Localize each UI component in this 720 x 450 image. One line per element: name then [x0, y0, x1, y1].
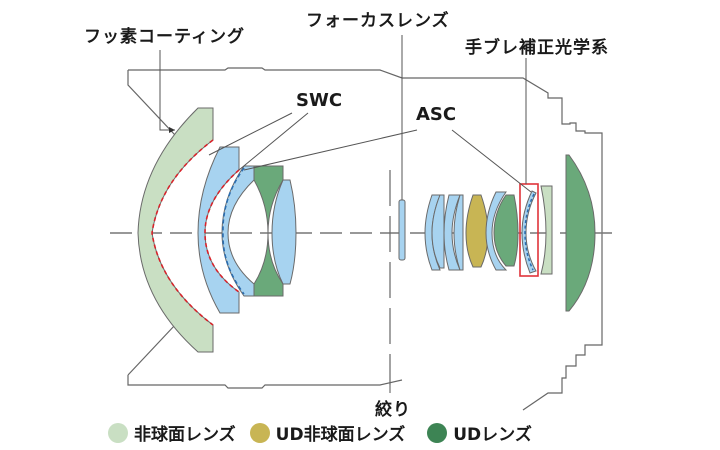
swc-leader-1	[208, 112, 293, 156]
lens-element-3	[221, 165, 255, 297]
swc-coating-1	[151, 139, 214, 326]
lens-element-10	[453, 194, 464, 271]
fluorine-coating-label: フッ素コーティング	[84, 27, 245, 47]
swc-leader-2	[238, 112, 309, 171]
focus-lens-label: フォーカスレンズ	[306, 11, 450, 31]
legend-label: UDレンズ	[453, 425, 532, 445]
legend-item-ud-aspherical: UD非球面レンズ	[249, 420, 406, 445]
stabilizer-lens	[521, 190, 537, 274]
aperture-label: 絞り	[375, 400, 411, 420]
swc-coating-2	[204, 169, 240, 293]
legend: 非球面レンズ UD非球面レンズ UDレンズ	[108, 420, 546, 445]
asc-label: ASC	[416, 104, 457, 125]
asc-coating-1	[222, 167, 245, 295]
legend-item-aspherical: 非球面レンズ	[108, 420, 236, 445]
lens-element-13-ud	[493, 194, 519, 267]
lens-element-16-ud	[565, 154, 596, 312]
asc-coating-2	[524, 193, 535, 271]
lens-element-2	[197, 146, 240, 314]
fluorine-coating-leader	[159, 50, 175, 131]
lens-element-8	[431, 194, 445, 269]
legend-item-ud: UDレンズ	[427, 420, 532, 445]
asc-leader-2	[451, 129, 532, 193]
ud-aspherical-swatch-icon	[249, 422, 270, 443]
lens-element-15-aspherical	[540, 185, 553, 275]
lens-element-4	[253, 165, 284, 297]
lens-element-5	[271, 179, 297, 285]
lens-element-12	[485, 191, 508, 271]
asc-leader-1	[243, 129, 418, 171]
stabilizer-highlight-box	[519, 183, 539, 277]
legend-label: 非球面レンズ	[134, 425, 236, 445]
barrel-outline	[127, 67, 603, 411]
swc-label: SWC	[296, 90, 343, 111]
focus-lens	[398, 199, 406, 261]
ud-swatch-icon	[427, 422, 448, 443]
aspherical-swatch-icon	[108, 422, 128, 443]
arrowhead	[169, 127, 175, 133]
image-stabilizer-label: 手ブレ補正光学系	[465, 38, 609, 58]
legend-label: UD非球面レンズ	[275, 425, 406, 445]
lens-element-11-ud-aspherical	[465, 194, 489, 268]
